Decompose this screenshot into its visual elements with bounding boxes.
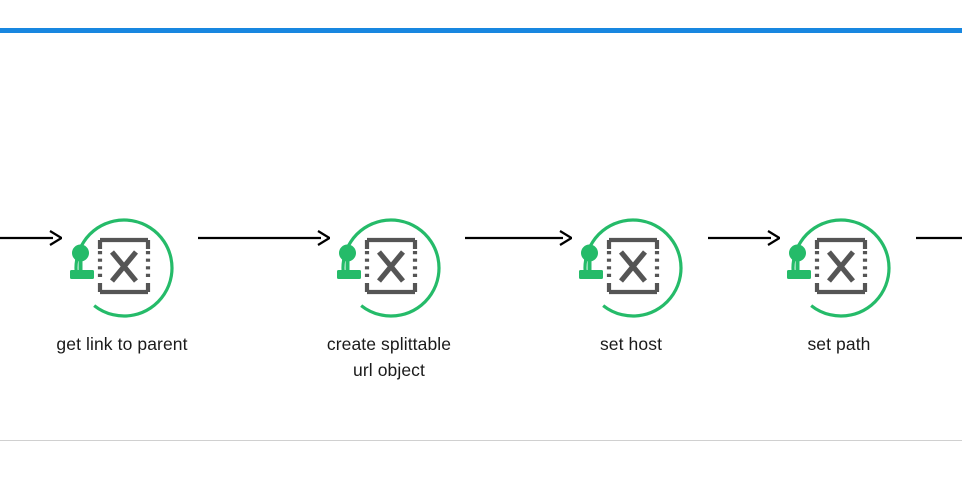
flow-node-label: set path bbox=[807, 334, 871, 354]
x-box-circle-icon bbox=[67, 213, 177, 323]
arrow-node3-node4 bbox=[708, 228, 780, 248]
top-accent-bar bbox=[0, 28, 962, 33]
flow-node-create-splittable-url-object[interactable]: create splittable url object bbox=[309, 213, 469, 384]
x-box-circle-icon bbox=[334, 213, 444, 323]
outgoing-line bbox=[916, 228, 962, 248]
arrow-node1-node2 bbox=[198, 228, 330, 248]
bottom-divider bbox=[0, 440, 962, 441]
arrow-node2-node3 bbox=[465, 228, 572, 248]
flow-node-set-host[interactable]: set host bbox=[551, 213, 711, 357]
flow-node-set-path[interactable]: set path bbox=[759, 213, 919, 357]
flow-node-label: get link to parent bbox=[56, 334, 188, 354]
flow-node-get-link-to-parent[interactable]: get link to parent bbox=[42, 213, 202, 357]
flow-node-label: create splittable url object bbox=[326, 334, 452, 381]
x-box-circle-icon bbox=[576, 213, 686, 323]
incoming-arrow bbox=[0, 228, 62, 248]
flow-node-label: set host bbox=[599, 334, 663, 354]
x-box-circle-icon bbox=[784, 213, 894, 323]
flow-diagram-canvas[interactable]: get link to parent creat bbox=[0, 33, 962, 440]
